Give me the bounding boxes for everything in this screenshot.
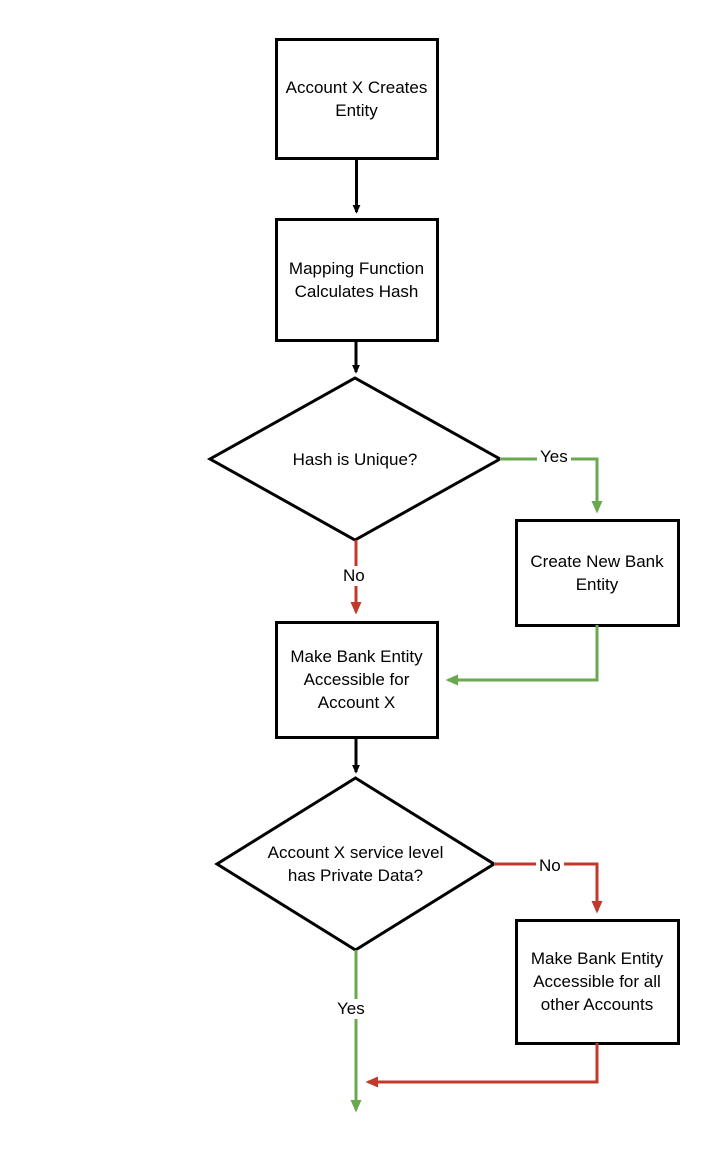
edge-hash-yes: [500, 457, 603, 514]
node-hash-is-unique[interactable]: [206, 376, 504, 542]
edge-service-no: [494, 862, 603, 914]
edge-label-service-yes: Yes: [334, 999, 368, 1019]
node-account-x-creates-entity[interactable]: [275, 38, 439, 160]
edge-label-hash-yes: Yes: [537, 447, 571, 467]
node-create-new-bank-entity[interactable]: [515, 519, 680, 627]
edge-label-hash-no: No: [340, 566, 368, 586]
edge-all-other-accounts-to-end: [365, 1043, 599, 1088]
edge-create-to-accessible: [445, 625, 599, 686]
node-make-bank-entity-accessible-account-x[interactable]: [275, 621, 439, 739]
node-mapping-function-calculates-hash[interactable]: [275, 218, 439, 342]
edge-label-service-no: No: [536, 856, 564, 876]
node-make-bank-entity-accessible-all-other-accounts[interactable]: [515, 919, 680, 1045]
node-account-x-service-level-private-data[interactable]: [214, 776, 497, 952]
